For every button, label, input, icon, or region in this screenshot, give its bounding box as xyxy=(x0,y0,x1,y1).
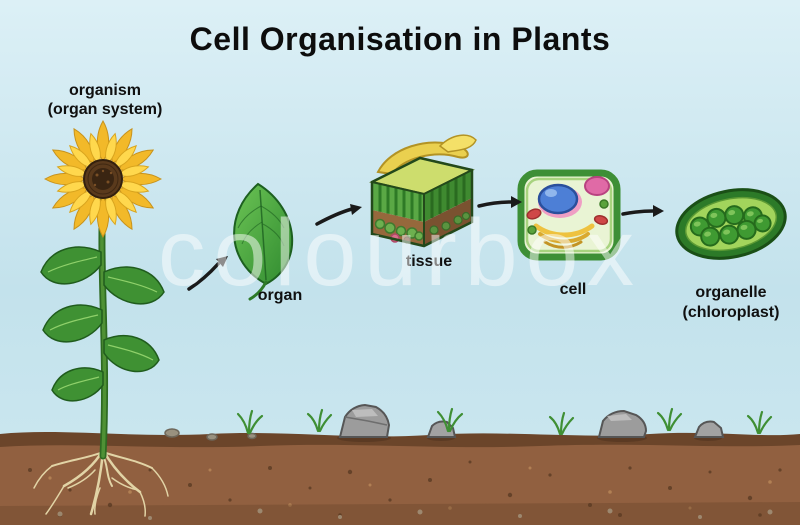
labels: organism (organ system) organ tissue cel… xyxy=(48,82,780,321)
tissue-illustration xyxy=(369,134,477,248)
soil-bottom-band xyxy=(0,502,800,525)
soil-pebbles xyxy=(57,508,773,520)
watermark: colourbox xyxy=(158,200,642,306)
arrows xyxy=(187,196,664,291)
grass-tuft xyxy=(656,407,683,432)
rocks xyxy=(337,403,725,442)
cell-illustration xyxy=(517,169,621,261)
grass-tufts xyxy=(236,407,773,436)
arrow-organ-to-tissue-icon xyxy=(315,204,362,226)
label-organism-line2: (organ system) xyxy=(48,101,163,118)
grass-tuft xyxy=(306,408,333,433)
label-organelle-line1: organelle xyxy=(695,284,766,301)
label-organ: organ xyxy=(258,287,302,304)
soil-main xyxy=(0,444,800,525)
sunflower-illustration xyxy=(33,119,169,517)
grass-tuft xyxy=(236,409,264,435)
grass-tuft xyxy=(548,411,575,436)
grass-tuft xyxy=(436,407,464,433)
label-organism-line1: organism xyxy=(69,82,141,99)
arrow-tissue-to-cell-icon xyxy=(477,196,522,208)
sunflower-leaves xyxy=(40,246,165,402)
surface-pebbles xyxy=(164,428,257,441)
arrow-cell-to-organelle-icon xyxy=(621,205,664,217)
sunflower-head xyxy=(43,119,163,239)
soil-speckles-light xyxy=(48,466,772,510)
rock xyxy=(693,420,725,438)
label-organelle-line2: (chloroplast) xyxy=(683,304,780,321)
soil-speckles-dark xyxy=(28,460,782,517)
chloroplast-illustration xyxy=(675,188,787,260)
grass-tuft xyxy=(746,410,773,435)
arrow-organism-to-organ-icon xyxy=(187,256,228,291)
sunflower-petals-inner xyxy=(56,132,150,226)
label-tissue: tissue xyxy=(406,253,452,270)
label-cell: cell xyxy=(560,281,587,298)
page-title: Cell Organisation in Plants xyxy=(190,21,611,57)
leaf-illustration xyxy=(233,182,294,301)
ground xyxy=(0,403,800,525)
